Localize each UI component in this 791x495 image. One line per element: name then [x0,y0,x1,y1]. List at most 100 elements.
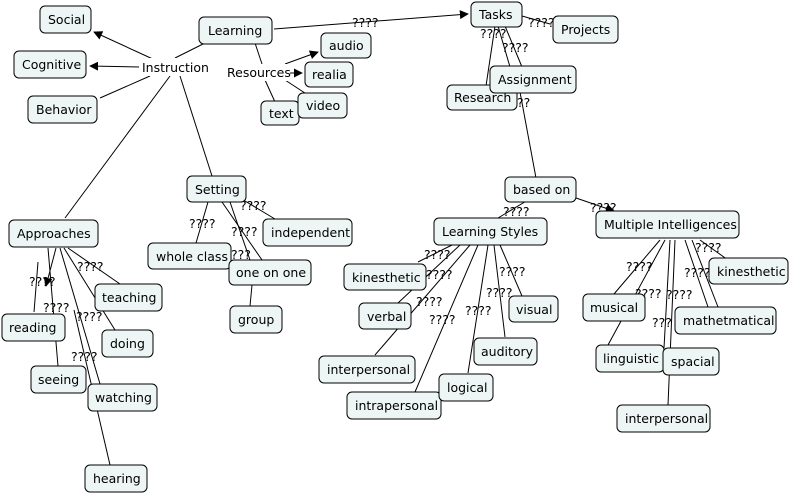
link-label: ???? [29,274,56,289]
node-label: interpersonal [625,411,708,426]
node-label: logical [447,380,488,395]
node-video[interactable]: video [297,92,348,119]
node-label: linguistic [603,351,659,366]
node-label: Setting [195,182,240,197]
node-label: Tasks [478,7,513,22]
node-auditory[interactable]: auditory [473,337,538,366]
node-label: audio [329,38,364,53]
node-cognitive[interactable]: Cognitive [13,50,87,79]
link-label: ???? [666,287,693,302]
node-multiple-intelligences[interactable]: Multiple Intelligences [595,210,740,239]
node-label: Learning [208,23,262,38]
node-label: one on one [236,265,306,280]
node-label: mathetmatical [683,313,774,328]
node-research[interactable]: Research [446,84,518,111]
node-behavior[interactable]: Behavior [27,95,98,124]
link-label: ???? [189,216,216,231]
node-label: visual [516,302,552,317]
link-label: ???? [480,26,507,41]
node-label: intrapersonal [355,398,438,413]
node-teaching[interactable]: teaching [94,283,163,312]
node-independent[interactable]: independent [262,218,353,247]
link-label: ???? [465,303,492,318]
node-projects[interactable]: Projects [552,15,619,44]
node-group[interactable]: group [229,305,283,334]
node-mathetmatical[interactable]: mathetmatical [674,306,777,335]
node-realia[interactable]: realia [304,61,354,88]
link-label: ???? [503,204,530,219]
node-label: Projects [561,22,610,37]
link-label: ???? [499,264,526,279]
node-watching[interactable]: watching [87,383,158,412]
node-label: based on [513,182,570,197]
node-label: video [306,98,340,113]
node-interpersonal-mi[interactable]: interpersonal [616,404,711,433]
node-label: musical [590,300,638,315]
node-approaches[interactable]: Approaches [8,219,99,248]
link-label: ???? [695,240,722,255]
link-label: ???? [684,265,711,280]
node-label: watching [95,390,152,405]
link-label: ???? [424,247,451,262]
node-label: auditory [481,344,534,359]
node-social[interactable]: Social [39,5,92,34]
link-label: ???? [352,15,379,30]
node-label: independent [271,225,350,240]
node-learning-styles[interactable]: Learning Styles [433,217,548,246]
node-doing[interactable]: doing [101,329,154,358]
node-interpersonal-ls[interactable]: interpersonal [318,355,416,384]
node-linguistic[interactable]: linguistic [595,344,665,373]
node-label: interpersonal [327,362,410,377]
link-label: ??? [652,315,672,330]
link-label: ???? [76,309,103,324]
node-one-on-one[interactable]: one on one [228,259,312,286]
resources-label: Resources [227,65,291,80]
node-label: verbal [367,309,406,324]
link-label: ???? [77,259,104,274]
node-label: Cognitive [22,57,81,72]
node-intrapersonal[interactable]: intrapersonal [346,391,442,420]
node-kinesthetic-mi[interactable]: kinesthetic [708,257,789,285]
node-text[interactable]: text [260,100,300,126]
node-label: text [269,106,294,121]
connection-lines [33,10,729,466]
node-label: Learning Styles [442,224,538,239]
node-hearing[interactable]: hearing [84,464,148,493]
link-label: ???? [426,267,453,282]
link-label: ???? [502,40,529,55]
node-assignment[interactable]: Assignment [489,65,577,94]
node-label: group [238,312,274,327]
node-label: seeing [38,372,79,387]
node-kinesthetic-ls[interactable]: kinesthetic [343,263,427,291]
linking-phrases: Instruction Resources ???? ???? ???? ???… [29,15,722,364]
node-label: Behavior [36,102,92,117]
node-musical[interactable]: musical [582,293,646,322]
node-learning[interactable]: Learning [198,16,273,45]
node-label: Assignment [498,72,572,87]
node-audio[interactable]: audio [320,32,372,59]
link-label: ???? [416,294,443,309]
node-label: Multiple Intelligences [604,217,737,232]
node-setting[interactable]: Setting [186,175,247,203]
node-label: hearing [93,471,141,486]
link-label: ???? [71,349,98,364]
node-label: realia [312,67,347,82]
node-verbal[interactable]: verbal [358,302,412,330]
node-logical[interactable]: logical [438,373,494,402]
node-reading[interactable]: reading [1,313,66,342]
link-label: ???? [240,198,267,213]
node-spacial[interactable]: spacial [662,347,720,376]
link-label: ???? [486,285,513,300]
node-seeing[interactable]: seeing [30,365,87,394]
node-tasks[interactable]: Tasks [470,1,523,28]
node-label: kinesthetic [352,270,421,285]
node-based-on[interactable]: based on [504,176,577,203]
node-label: reading [9,320,56,335]
node-visual[interactable]: visual [508,295,559,323]
node-label: kinesthetic [717,264,786,279]
node-whole-class[interactable]: whole class [147,242,232,270]
node-label: spacial [671,354,715,369]
node-label: Social [48,12,85,27]
